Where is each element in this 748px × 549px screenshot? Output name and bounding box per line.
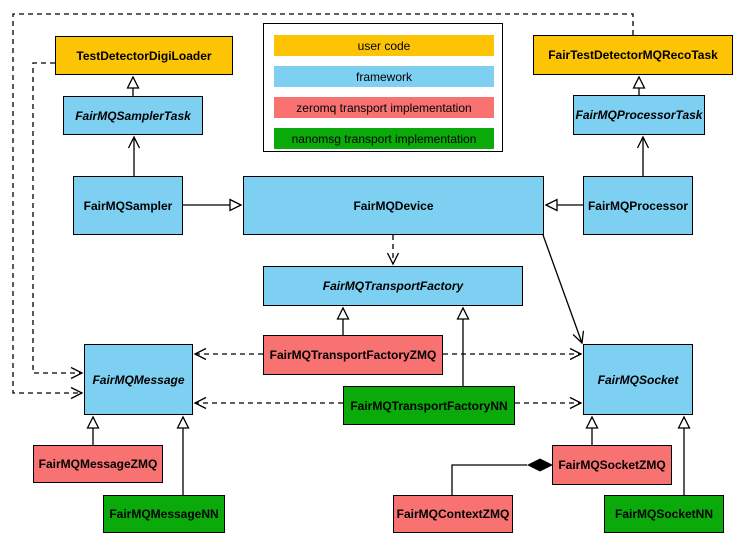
legend-item-nanomsg: nanomsg transport implementation — [274, 128, 494, 149]
composition-diamond-icon — [527, 458, 553, 472]
node-fair-mq-processor-task: FairMQProcessorTask — [573, 95, 705, 135]
node-fair-mq-processor: FairMQProcessor — [583, 176, 693, 235]
node-fair-mq-transport-factory: FairMQTransportFactory — [263, 266, 523, 306]
node-fair-mq-message-nn: FairMQMessageNN — [103, 495, 225, 533]
legend-item-framework: framework — [274, 66, 494, 87]
legend-item-user-code: user code — [274, 35, 494, 56]
node-fair-mq-device: FairMQDevice — [243, 176, 544, 235]
node-fair-mq-sampler-task: FairMQSamplerTask — [63, 96, 203, 135]
node-fair-mq-socket: FairMQSocket — [583, 344, 693, 415]
node-fair-mq-context-zmq: FairMQContextZMQ — [393, 495, 513, 533]
legend-item-zeromq: zeromq transport implementation — [274, 97, 494, 118]
node-fair-mq-message: FairMQMessage — [84, 344, 193, 415]
node-fair-mq-transport-factory-nn: FairMQTransportFactoryNN — [343, 386, 515, 425]
node-fair-mq-socket-nn: FairMQSocketNN — [604, 495, 724, 533]
legend: user code framework zeromq transport imp… — [263, 23, 503, 152]
node-fair-mq-sampler: FairMQSampler — [73, 176, 183, 235]
node-fair-test-detector-mq-reco-task: FairTestDetectorMQRecoTask — [533, 35, 733, 75]
node-fair-mq-transport-factory-zmq: FairMQTransportFactoryZMQ — [263, 335, 443, 375]
node-test-detector-digi-loader: TestDetectorDigiLoader — [55, 36, 233, 75]
node-fair-mq-message-zmq: FairMQMessageZMQ — [33, 445, 163, 483]
node-fair-mq-socket-zmq: FairMQSocketZMQ — [552, 445, 672, 485]
